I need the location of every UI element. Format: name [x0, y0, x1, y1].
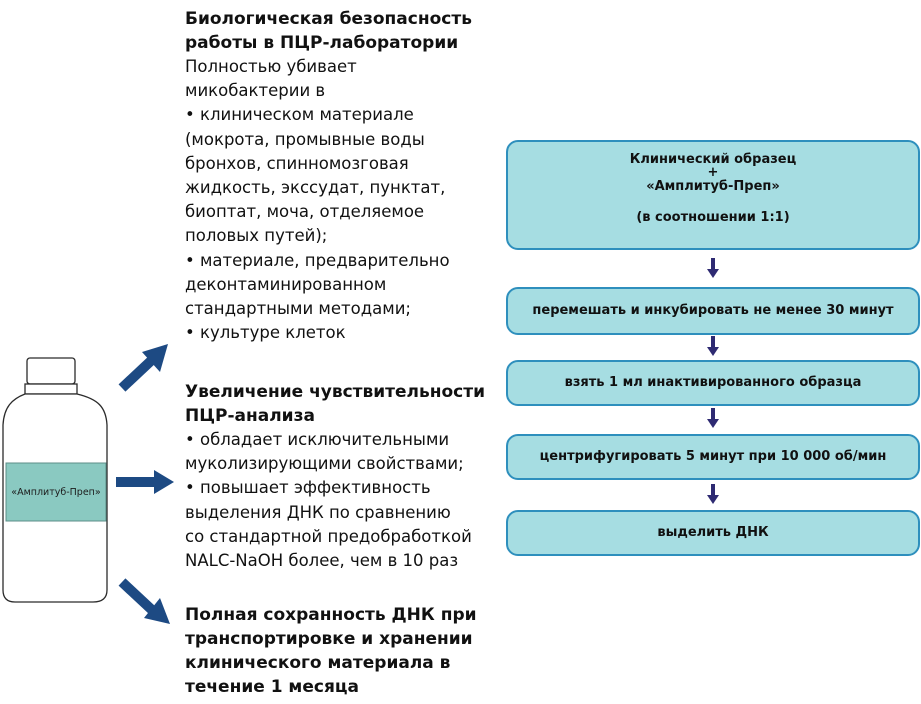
arrow-right-icon	[116, 470, 174, 494]
arrow-down-right-icon	[118, 578, 170, 624]
benefit-heading: Полная сохранность ДНК при транспортиров…	[185, 605, 477, 697]
reagent-bottle	[2, 357, 108, 603]
flow-box-step-centrifuge: центрифугировать 5 минут при 10 000 об/м…	[506, 434, 920, 480]
arrow-down-icon	[707, 336, 719, 356]
benefit-body: • обладает исключительными муколизирующи…	[185, 430, 472, 571]
flow-box-step-mix: перемешать и инкубировать не менее 30 ми…	[506, 287, 920, 335]
arrow-down-icon	[707, 484, 719, 504]
benefit-biosafety: Биологическая безопасность работы в ПЦР-…	[185, 7, 472, 345]
benefit-heading: Увеличение чувствительности ПЦР-анализа	[185, 382, 486, 426]
bottle-label-area	[5, 462, 107, 522]
arrow-down-icon	[707, 408, 719, 428]
flow-box-step-take: взять 1 мл инактивированного образца	[506, 360, 920, 406]
bottle-label: «Амплитуб-Преп»	[11, 486, 101, 498]
arrow-up-right-icon	[118, 344, 168, 392]
flow-box-sample: Клинический образец + «Амплитуб-Преп» (в…	[506, 140, 920, 250]
bottle-cap	[26, 357, 76, 385]
benefit-dna-preservation: Полная сохранность ДНК при транспортиров…	[185, 603, 477, 699]
arrow-down-icon	[707, 258, 719, 278]
benefit-arrows	[116, 344, 174, 624]
benefit-body: Полностью убивает микобактерии в • клини…	[185, 57, 450, 343]
benefit-heading: Биологическая безопасность работы в ПЦР-…	[185, 9, 472, 53]
benefit-sensitivity: Увеличение чувствительности ПЦР-анализа …	[185, 380, 485, 573]
flow-box-step-extract: выделить ДНК	[506, 510, 920, 556]
